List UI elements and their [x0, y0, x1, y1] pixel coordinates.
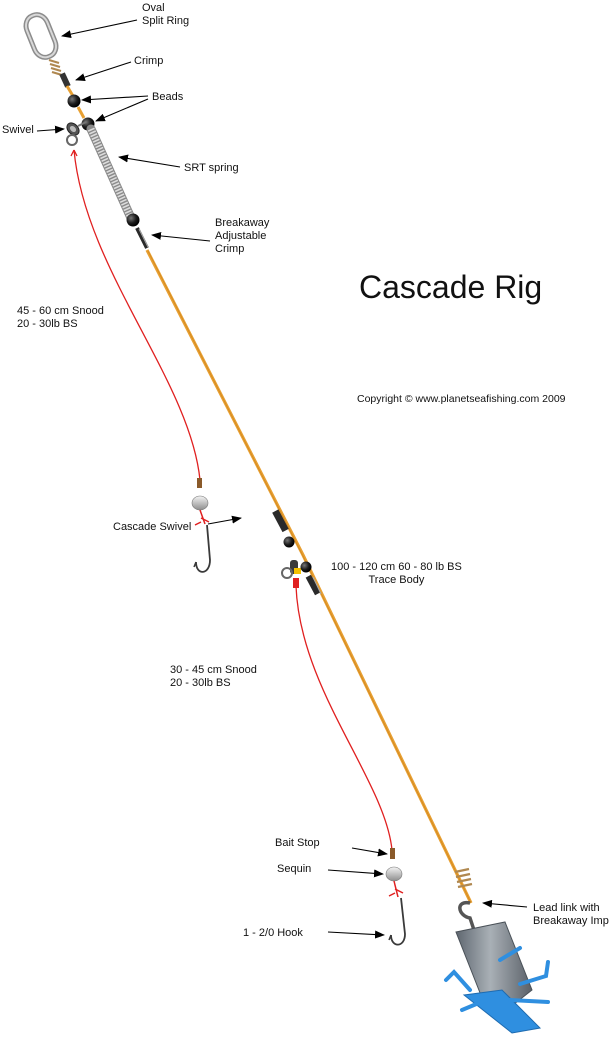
label-sequin: Sequin	[277, 863, 312, 875]
bead-icon	[300, 561, 312, 573]
label-bait-stop: Bait Stop	[275, 837, 320, 849]
crimp-icon	[305, 574, 321, 596]
label-cascade-swivel: Cascade Swivel	[113, 521, 192, 533]
arrow-sequin	[327, 869, 384, 878]
label-srt-spring: SRT spring	[184, 162, 239, 174]
bead-icon	[283, 536, 295, 548]
hook-icon	[390, 897, 406, 946]
arrow-swivel	[36, 125, 65, 134]
lower-snood-line	[295, 585, 393, 851]
split-ring-icon	[23, 12, 63, 77]
arrow-beads-2	[95, 98, 149, 122]
spring-icon	[86, 124, 136, 223]
diagram-title: Cascade Rig	[359, 269, 543, 305]
arrow-split-ring	[61, 19, 138, 39]
arrow-bait-stop	[351, 847, 388, 857]
crimp-icon	[135, 227, 149, 249]
label-crimp: Crimp	[134, 55, 164, 67]
arrow-srt-spring	[118, 154, 181, 168]
crimp-icon	[59, 72, 71, 88]
hook-icon	[195, 524, 211, 573]
arrow-lead-link	[482, 899, 528, 908]
label-swivel: Swivel	[2, 124, 34, 136]
bead-icon	[67, 94, 81, 108]
sequin-icon	[191, 495, 209, 511]
bead-icon	[126, 213, 140, 227]
arrow-cascade-swivel	[207, 515, 242, 525]
label-beads: Beads	[152, 91, 184, 103]
swivel-icon	[66, 121, 87, 146]
arrow-beads-1	[81, 95, 149, 104]
sinker-icon	[444, 867, 550, 1034]
swivel-icon	[281, 560, 301, 579]
label-hook: 1 - 2/0 Hook	[243, 927, 303, 939]
arrow-breakaway	[151, 231, 211, 242]
sequin-icon	[385, 866, 403, 882]
copyright-text: Copyright © www.planetseafishing.com 200…	[357, 393, 566, 405]
upper-snood-line	[73, 149, 201, 481]
crimp-icon	[272, 509, 289, 533]
callout-arrows	[36, 19, 528, 939]
arrow-crimp	[75, 61, 132, 82]
arrow-hook	[327, 930, 385, 939]
